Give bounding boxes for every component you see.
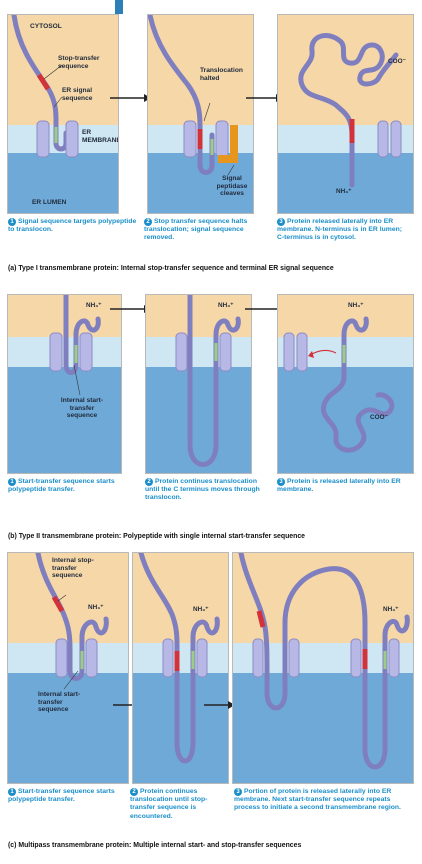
step-number: 2 [144,218,152,226]
er-membrane-label: ER MEMBRANE [82,129,119,144]
nh3-label-c3: NH₃⁺ [383,606,399,613]
panel-a2: Translocation halted Signal peptidase cl… [147,14,254,214]
panel-c2: NH₃⁺ [132,552,229,784]
panel-b2: NH₃⁺ [145,294,252,474]
panel-b1: NH₃⁺ Internal start-transfer sequence [7,294,122,474]
caption-b: (b) Type II transmembrane protein: Polyp… [8,533,305,540]
er-lumen-label: ER LUMEN [32,199,67,206]
coo-terminus-label: COO⁻ [388,58,406,65]
cytosol-label: CYTOSOL [30,23,62,30]
panel-c1: Internal stop-transfer sequence NH₃⁺ Int… [7,552,129,784]
step-number: 1 [8,788,16,796]
step-text: Stop transfer sequence halts translocati… [144,218,248,242]
step-text: Protein continues translocation until th… [145,478,260,502]
panel-a2-art [148,15,253,213]
header-accent-bar [115,0,123,14]
nh3-label-b3: NH₃⁺ [348,302,364,309]
step-text: Signal sequence targets polypeptide to t… [8,218,137,234]
internal-start-label-c: Internal start-transfer sequence [38,691,81,714]
internal-stop-label: Internal stop-transfer sequence [52,557,94,580]
panel-b2-art [146,295,251,473]
stop-transfer-label: Stop-transfer sequence [58,55,100,70]
step-text: Protein is released laterally into ER me… [277,478,401,494]
panel-b1-art [8,295,121,473]
step-number: 1 [8,218,16,226]
caption-a: (a) Type I transmembrane protein: Intern… [8,265,334,272]
caption-c: (c) Multipass transmembrane protein: Mul… [8,842,302,849]
step-number: 3 [234,788,242,796]
step-number: 2 [145,478,153,486]
panel-a3-art [278,15,413,213]
step-text: Protein continues translocation until st… [130,788,208,820]
step-text: Protein released laterally into ER membr… [277,218,403,242]
panel-c1-art [8,553,128,783]
nh3-terminus-label: NH₃⁺ [336,188,352,195]
step-text: Portion of protein is released laterally… [234,788,401,812]
panel-c2-art [133,553,228,783]
step-number: 3 [277,478,285,486]
er-signal-label: ER signal sequence [62,87,93,102]
internal-start-label-b: Internal start-transfer sequence [60,397,104,420]
arrow-a1-a2 [110,94,151,102]
signal-peptidase-label: Signal peptidase cleaves [216,175,248,198]
step-number: 2 [130,788,138,796]
panel-b3-art [278,295,413,473]
nh3-label-c2: NH₃⁺ [193,606,209,613]
step-number: 1 [8,478,16,486]
panel-a3: COO⁻ NH₃⁺ [277,14,414,214]
arrow-c2-c3 [204,701,235,709]
panel-a1: CYTOSOL Stop-transfer sequence ER signal… [7,14,119,214]
nh3-label-c1: NH₃⁺ [88,604,104,611]
panel-b3: NH₃⁺ COO⁻ [277,294,414,474]
step-number: 3 [277,218,285,226]
panel-a1-art [8,15,118,213]
panel-c3-art [233,553,413,783]
coo-label-b3: COO⁻ [370,414,388,421]
step-text: Start-transfer sequence starts polypepti… [8,788,115,804]
panel-c3: NH₃⁺ [232,552,414,784]
translocation-halted-label: Translocation halted [200,67,243,82]
step-text: Start-transfer sequence starts polypepti… [8,478,115,494]
nh3-label-b2: NH₃⁺ [218,302,234,309]
nh3-label-b1: NH₃⁺ [86,302,102,309]
